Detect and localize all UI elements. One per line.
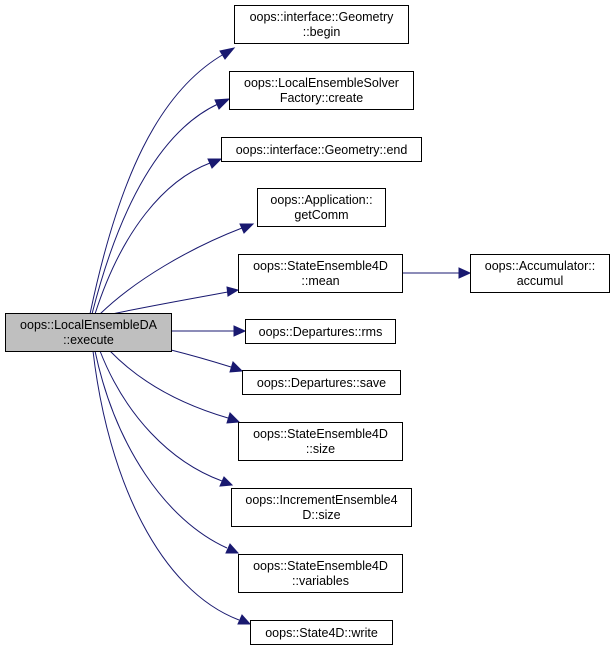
edge-to-state4d-write [92,350,240,621]
arrowhead-state4d-write [237,614,252,625]
edge-to-stateensemble-size [109,350,229,419]
node-state4d-write[interactable]: oops::State4D::write [250,620,393,645]
node-incrementensemble-size[interactable]: oops::IncrementEnsemble4 D::size [231,488,412,527]
node-solver-factory-create-line2: Factory::create [280,91,363,105]
node-application-getcomm[interactable]: oops::Application:: getComm [257,188,386,227]
node-departures-rms[interactable]: oops::Departures::rms [245,319,396,344]
node-incrementensemble-size-line1: oops::IncrementEnsemble4 [245,493,397,507]
arrowhead-stateensemble-size [226,412,241,424]
node-root-line2: ::execute [63,333,114,347]
edge-to-application-getcomm [99,227,243,315]
node-geometry-end-box [221,137,422,162]
node-stateensemble-variables-box [238,554,403,593]
node-departures-save-box [242,370,401,395]
node-stateensemble-variables-line2: ::variables [292,574,349,588]
arrowhead-geometry-begin [219,47,236,60]
node-stateensemble-size[interactable]: oops::StateEnsemble4D ::size [238,422,403,461]
node-stateensemble-mean[interactable]: oops::StateEnsemble4D ::mean [238,254,403,293]
arrowhead-accumulator [458,267,472,279]
node-geometry-begin-box [234,5,409,44]
node-geometry-begin-line1: oops::interface::Geometry [250,10,395,24]
node-stateensemble-mean-line2: ::mean [301,274,339,288]
node-geometry-begin-line2: ::begin [303,25,341,39]
node-departures-save[interactable]: oops::Departures::save [242,370,401,395]
edge-to-incrementensemble-size [99,350,223,482]
node-departures-save-line1: oops::Departures::save [257,376,386,390]
arrowhead-departures-rms [233,325,247,337]
node-incrementensemble-size-box [231,488,412,527]
node-stateensemble-mean-box [238,254,403,293]
arrowhead-stateensemble-mean [226,286,240,297]
node-stateensemble-variables-line1: oops::StateEnsemble4D [253,559,388,573]
node-accumulator-accumul-box [470,254,610,293]
node-application-getcomm-line1: oops::Application:: [270,193,372,207]
node-accumulator-accumul[interactable]: oops::Accumulator:: accumul [470,254,610,293]
arrowhead-stateensemble-variables [225,543,240,554]
node-departures-rms-line1: oops::Departures::rms [259,325,383,339]
node-root-box [5,313,172,352]
node-application-getcomm-box [257,188,386,227]
node-geometry-end-line1: oops::interface::Geometry::end [236,143,408,157]
node-state4d-write-box [250,620,393,645]
edge-to-departures-save [170,349,232,368]
node-geometry-end[interactable]: oops::interface::Geometry::end [221,137,422,162]
arrowhead-geometry-end [207,158,223,169]
edge-to-solver-factory-create [91,103,219,315]
node-stateensemble-variables[interactable]: oops::StateEnsemble4D ::variables [238,554,403,593]
node-stateensemble-size-line2: ::size [306,442,335,456]
node-accumulator-accumul-line1: oops::Accumulator:: [485,259,595,273]
node-departures-rms-box [245,319,396,344]
arrowhead-solver-factory-create [214,98,231,110]
node-solver-factory-create-line1: oops::LocalEnsembleSolver [244,76,399,90]
arrowhead-incrementensemble-size [219,476,234,487]
edges [89,47,472,625]
node-stateensemble-mean-line1: oops::StateEnsemble4D [253,259,388,273]
node-application-getcomm-line2: getComm [294,208,348,222]
arrowhead-application-getcomm [239,223,255,234]
arrowhead-departures-save [229,361,244,373]
node-incrementensemble-size-line2: D::size [302,508,340,522]
edge-to-stateensemble-variables [94,350,228,549]
node-state4d-write-line1: oops::State4D::write [265,626,378,640]
node-geometry-begin[interactable]: oops::interface::Geometry ::begin [234,5,409,44]
node-solver-factory-create[interactable]: oops::LocalEnsembleSolver Factory::creat… [229,71,414,110]
node-stateensemble-size-box [238,422,403,461]
node-accumulator-accumul-line2: accumul [517,274,564,288]
edge-to-geometry-end [94,162,211,315]
node-stateensemble-size-line1: oops::StateEnsemble4D [253,427,388,441]
node-root-localensembleda-execute[interactable]: oops::LocalEnsembleDA ::execute [5,313,172,352]
node-solver-factory-create-box [229,71,414,110]
edge-to-geometry-begin [89,53,225,315]
edge-to-stateensemble-mean [111,291,229,315]
node-root-line1: oops::LocalEnsembleDA [20,318,158,332]
